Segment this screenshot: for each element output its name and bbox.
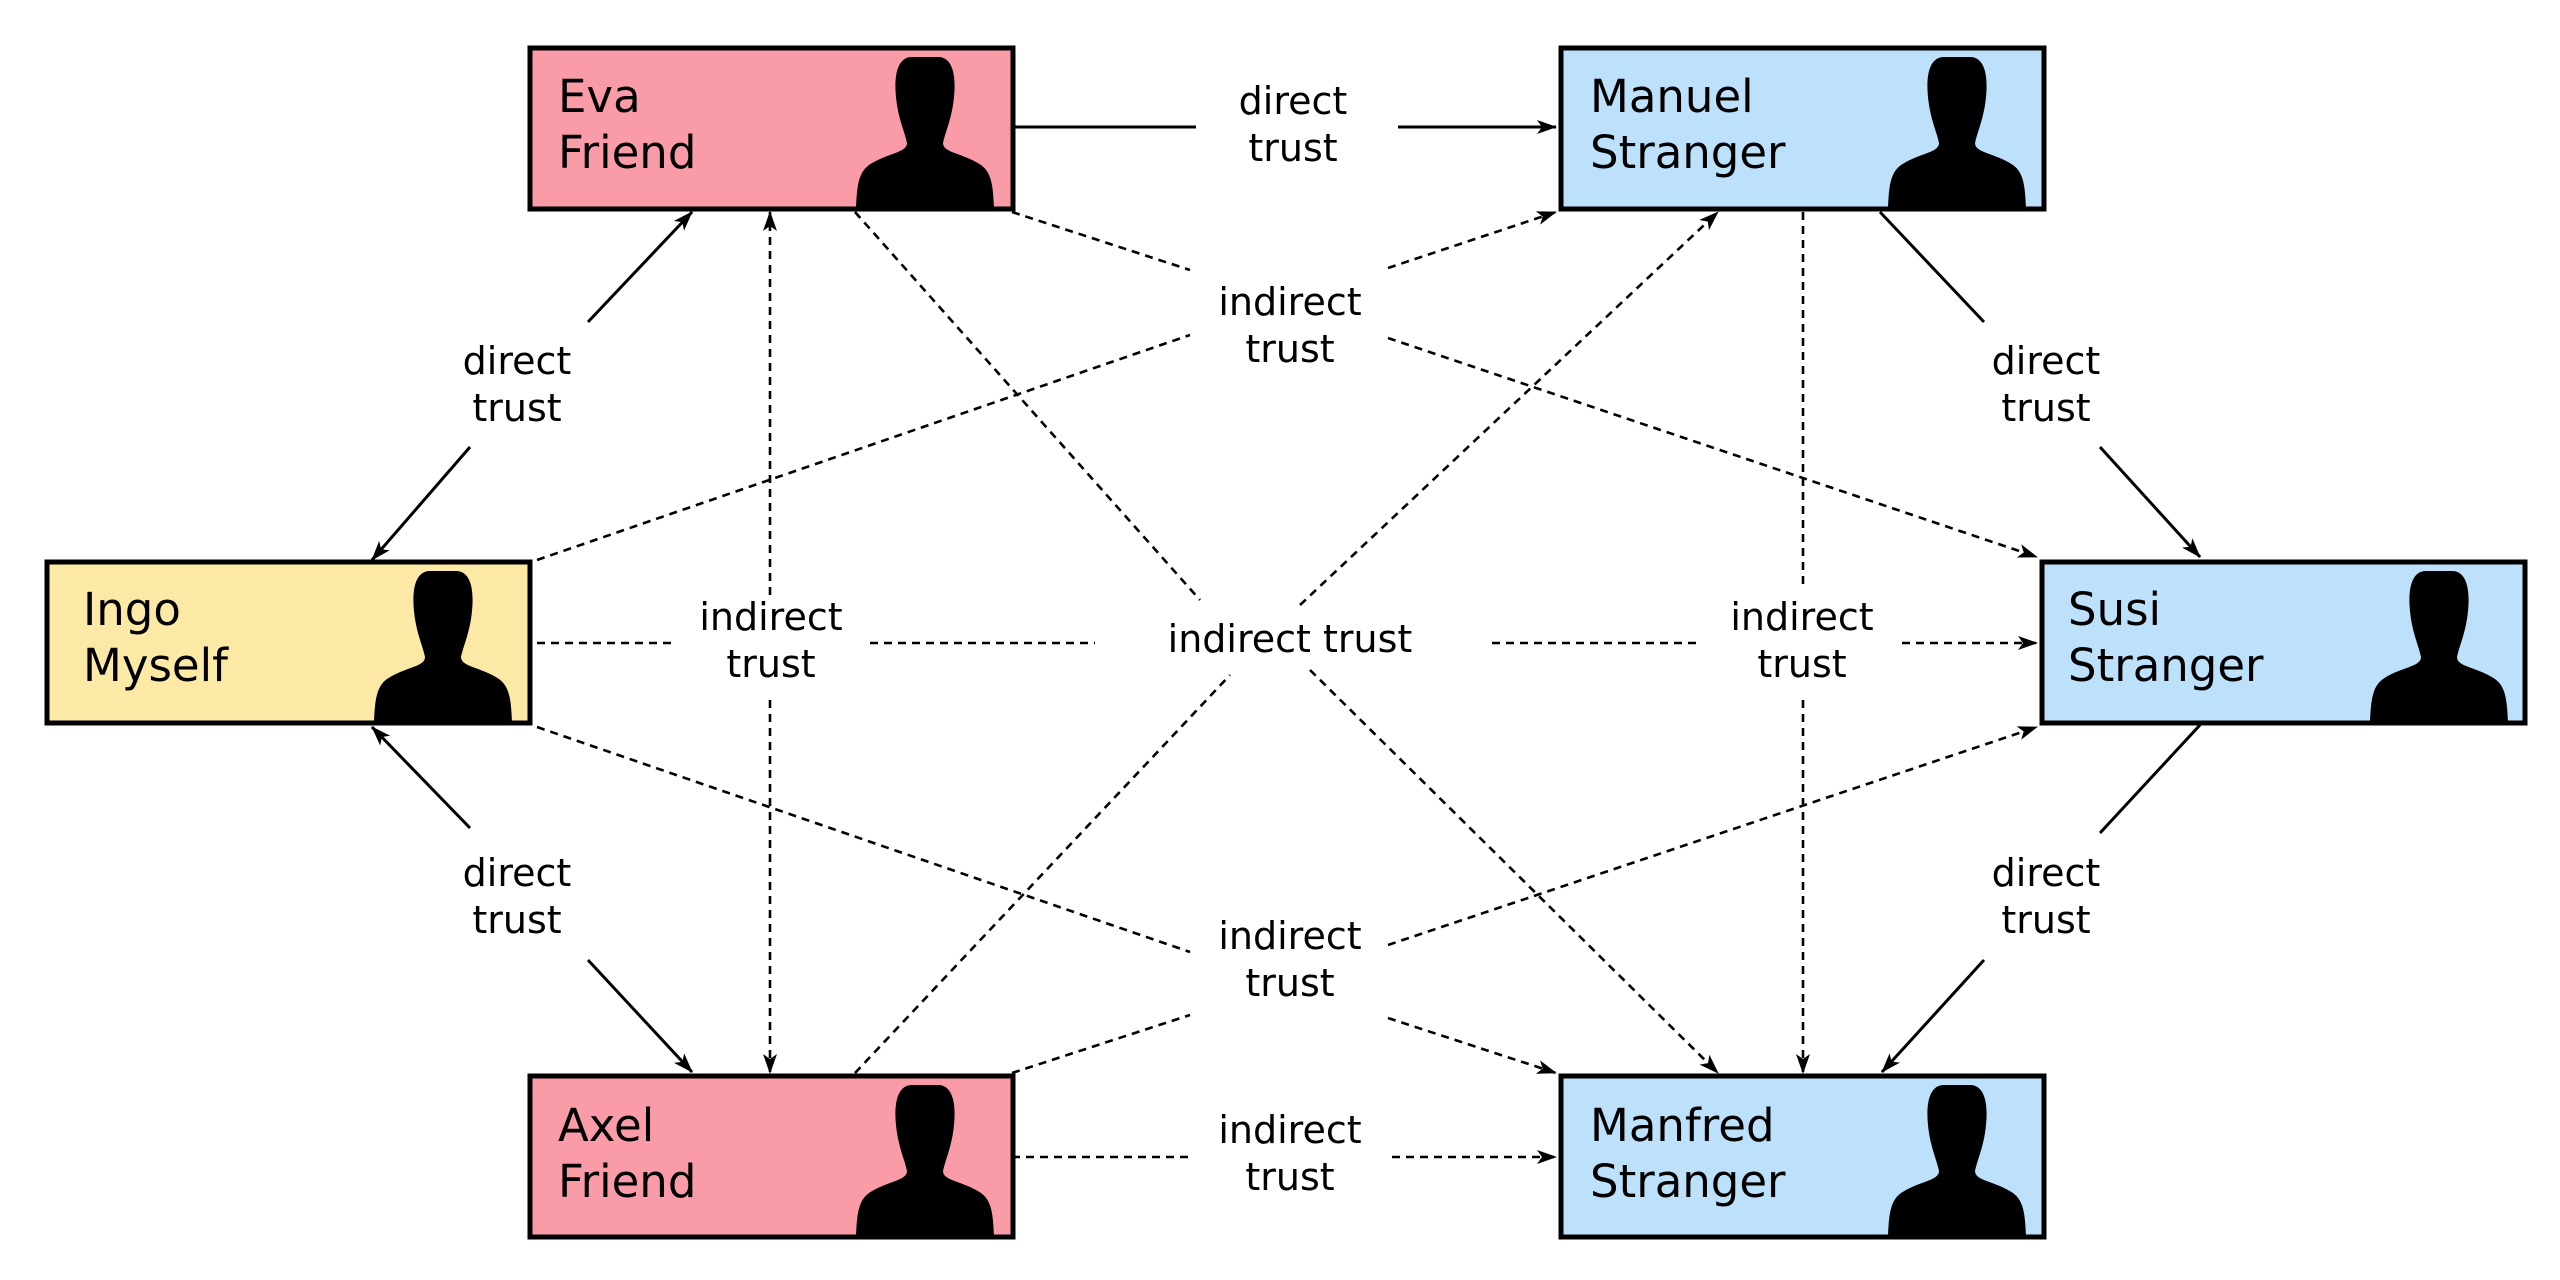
edge-ingo-manuel-indirect	[536, 333, 1191, 562]
edge-eva-susi-indirect-arrow	[1387, 336, 2038, 559]
node-manfred: Manfred Stranger	[1558, 1073, 2047, 1240]
label-indirect-center: indirect trust	[1168, 617, 1413, 661]
node-eva-role: Friend	[558, 126, 696, 179]
svg-text:Manfred: Manfred	[1590, 1099, 1775, 1152]
edge-susi-manfred-direct-arrow	[1880, 958, 1986, 1074]
edge-manuel-susi-direct-arrow	[2098, 445, 2202, 559]
edge-ingo-eva-direct	[370, 446, 472, 561]
node-ingo: Ingo Myself	[44, 559, 533, 726]
edge-axel-ingo-direct	[370, 725, 472, 830]
edge-ingo-manuel-indirect-arrow	[1387, 210, 1557, 270]
edge-ingo-manfred-indirect-arrow	[1387, 1016, 1557, 1075]
svg-text:Stranger: Stranger	[1590, 126, 1786, 179]
edge-manuel-susi-direct	[1878, 210, 1986, 324]
node-manuel-role: Stranger	[1590, 126, 1786, 179]
node-axel: Axel Friend	[527, 1073, 1016, 1240]
svg-text:Eva: Eva	[558, 70, 641, 123]
svg-text:Stranger: Stranger	[2068, 639, 2264, 692]
node-eva: Eva Friend	[527, 45, 1016, 212]
svg-text:Axel: Axel	[558, 1099, 654, 1152]
edge-ingo-axel-direct	[586, 958, 694, 1074]
edge-eva-manfred-indirect-arrow	[1309, 669, 1719, 1074]
node-eva-name: Eva	[558, 70, 641, 123]
node-manfred-name: Manfred	[1590, 1099, 1775, 1152]
node-ingo-role: Myself	[83, 639, 229, 692]
edge-ingo-manfred-indirect	[536, 725, 1191, 954]
node-manuel-name: Manuel	[1590, 70, 1754, 123]
node-susi-name: Susi	[2068, 583, 2161, 636]
svg-text:Friend: Friend	[558, 126, 696, 179]
edge-axel-manuel-indirect	[854, 674, 1231, 1074]
node-ingo-name: Ingo	[83, 583, 181, 636]
edge-axel-manuel-indirect-arrow	[1299, 211, 1719, 606]
edge-eva-manfred-indirect	[854, 211, 1201, 601]
node-axel-name: Axel	[558, 1099, 654, 1152]
node-susi-role: Stranger	[2068, 639, 2264, 692]
svg-text:Myself: Myself	[83, 639, 229, 692]
svg-text:Ingo: Ingo	[83, 583, 181, 636]
node-manuel: Manuel Stranger	[1558, 45, 2047, 212]
edge-eva-susi-indirect	[1011, 210, 1191, 272]
svg-text:Stranger: Stranger	[1590, 1155, 1786, 1208]
svg-text:Manuel: Manuel	[1590, 70, 1754, 123]
edge-susi-manfred-direct	[2098, 723, 2202, 835]
edge-eva-ingo-direct	[586, 210, 694, 324]
node-axel-role: Friend	[558, 1155, 696, 1208]
svg-text:Susi: Susi	[2068, 583, 2161, 636]
edge-axel-susi-indirect-arrow	[1387, 725, 2038, 947]
edge-axel-susi-indirect	[1011, 1013, 1191, 1075]
node-susi: Susi Stranger	[2039, 559, 2528, 726]
svg-text:Friend: Friend	[558, 1155, 696, 1208]
node-manfred-role: Stranger	[1590, 1155, 1786, 1208]
edges	[370, 120, 2202, 1164]
